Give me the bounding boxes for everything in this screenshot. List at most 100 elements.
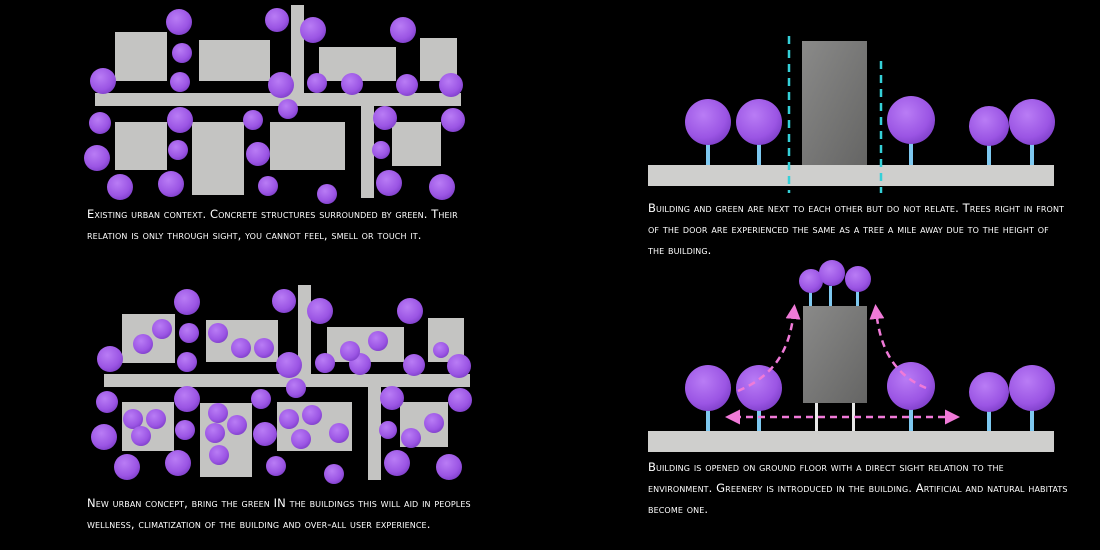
tree-icon (166, 9, 192, 35)
tree-icon (307, 73, 327, 93)
tree-icon (439, 73, 463, 97)
tree-icon (165, 450, 191, 476)
building (192, 122, 244, 195)
caption-existing: Existing urban context. Concrete structu… (87, 207, 458, 242)
tree-icon (380, 386, 404, 410)
tree-icon (845, 266, 871, 292)
tree-icon (396, 74, 418, 96)
ground-slab (648, 431, 1054, 452)
building (115, 122, 167, 170)
tree-icon (286, 378, 306, 398)
trunk (809, 290, 812, 306)
tree-icon (278, 99, 298, 119)
trunk (829, 286, 832, 306)
trunk (987, 406, 991, 431)
tree-icon (424, 413, 444, 433)
plan-existing (84, 5, 465, 204)
tree-icon (1009, 365, 1055, 411)
tree-icon (208, 403, 228, 423)
tree-icon (307, 298, 333, 324)
tree-icon (133, 334, 153, 354)
trunk (987, 140, 991, 165)
trunk (1030, 406, 1034, 431)
tree-icon (174, 386, 200, 412)
tree-icon (447, 354, 471, 378)
tree-icon (205, 423, 225, 443)
tree-icon (90, 68, 116, 94)
raised-building (803, 306, 867, 403)
tree-icon (384, 450, 410, 476)
tree-icon (736, 99, 782, 145)
tree-icon (114, 454, 140, 480)
tree-icon (158, 171, 184, 197)
tree-icon (300, 17, 326, 43)
tree-icon (268, 72, 294, 98)
section-new (648, 260, 1055, 452)
buildings (115, 32, 457, 195)
tree-icon (91, 424, 117, 450)
tree-icon (168, 140, 188, 160)
tree-icon (227, 415, 247, 435)
tree-icon (246, 142, 270, 166)
building (270, 122, 345, 170)
tree-icon (97, 346, 123, 372)
road-vertical-lower (361, 100, 374, 198)
tree-icon (1009, 99, 1055, 145)
tree-icon (433, 342, 449, 358)
tree-icon (448, 388, 472, 412)
roof-trees (799, 260, 871, 293)
tree-icon (368, 331, 388, 351)
tree-icon (170, 72, 190, 92)
tree-icon (131, 426, 151, 446)
tree-icon (736, 365, 782, 411)
caption-section-current: Building and green are next to each othe… (648, 201, 1065, 257)
tree-icon (390, 17, 416, 43)
tree-icon (403, 354, 425, 376)
tree-icon (317, 184, 337, 204)
tree-icon (177, 352, 197, 372)
tree-icon (96, 391, 118, 413)
trunks (706, 140, 1034, 165)
flow-arrows (725, 304, 960, 425)
tree-icon (969, 372, 1009, 412)
tree-icon (152, 319, 172, 339)
trunk (856, 290, 859, 306)
tree-icon (799, 269, 823, 293)
tree-icon (84, 145, 110, 171)
trunk (909, 140, 913, 165)
tree-icon (107, 174, 133, 200)
caption-new-concept: New urban concept, bring the green IN th… (87, 496, 471, 531)
trees (685, 96, 1055, 146)
tower-building (802, 41, 867, 165)
arrow-left-up-icon (737, 304, 801, 393)
tree-icon (253, 422, 277, 446)
road-vertical-upper (291, 5, 304, 106)
arrow-right-up-icon (869, 304, 927, 390)
tree-icon (265, 8, 289, 32)
tree-icon (401, 428, 421, 448)
tree-icon (243, 110, 263, 130)
tree-icon (397, 298, 423, 324)
trunk (757, 140, 761, 165)
tree-icon (231, 338, 251, 358)
tree-icon (341, 73, 363, 95)
tree-icon (685, 365, 731, 411)
building (199, 40, 270, 81)
tree-icon (89, 112, 111, 134)
tree-icon (175, 420, 195, 440)
tree-icon (209, 445, 229, 465)
tree-icon (329, 423, 349, 443)
plan-new (91, 285, 472, 484)
tree-icon (441, 108, 465, 132)
tree-icon (258, 176, 278, 196)
tree-icon (208, 323, 228, 343)
tree-icon (291, 429, 311, 449)
tree-icon (279, 409, 299, 429)
tree-icon (266, 456, 286, 476)
road-vertical-lower (368, 380, 381, 480)
trunk (1030, 140, 1034, 165)
building (115, 32, 167, 81)
section-current (648, 36, 1055, 193)
tree-icon (685, 99, 731, 145)
